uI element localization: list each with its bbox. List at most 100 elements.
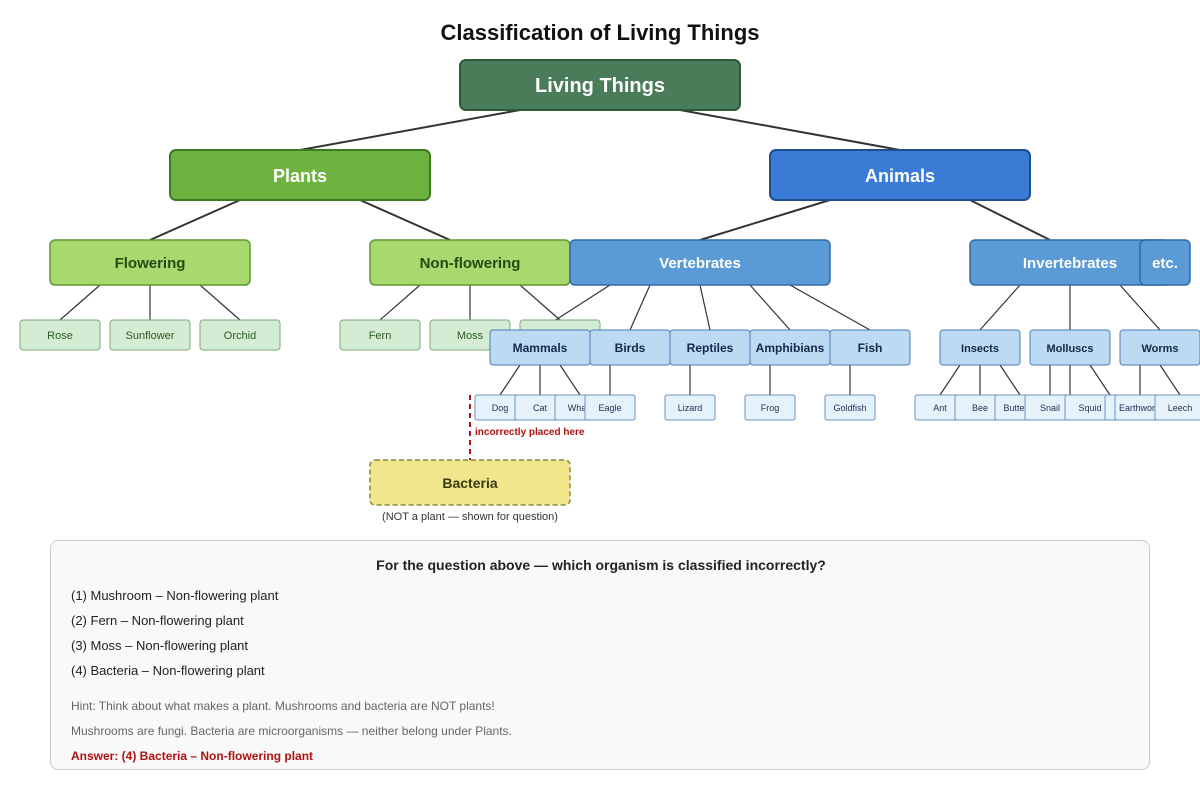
edge-nonflowering-fern xyxy=(379,284,421,321)
species-eagle: Eagle xyxy=(584,394,636,421)
class-insects: Insects xyxy=(939,329,1021,366)
species-label: Leech xyxy=(1168,403,1193,413)
option-4: (4) Bacteria – Non-flowering plant xyxy=(71,663,265,678)
node-vertebrates: Vertebrates xyxy=(569,239,831,286)
edge-flowering-orchid xyxy=(199,284,241,321)
class-label: Molluscs xyxy=(1046,343,1093,355)
class-label: Fish xyxy=(858,341,883,355)
class-amphibians: Amphibians xyxy=(749,329,831,366)
edge-animals-invertebrates xyxy=(969,199,1051,241)
edge-insects-butterfly xyxy=(999,364,1021,396)
class-fish: Fish xyxy=(829,329,911,366)
node-living-things: Living Things xyxy=(459,59,741,111)
node-flowering: Flowering xyxy=(49,239,251,286)
species-label: Squid xyxy=(1078,403,1101,413)
node-label: Plants xyxy=(273,166,327,186)
node-label: Living Things xyxy=(535,75,665,97)
species-frog: Frog xyxy=(744,394,796,421)
node-label: Bacteria xyxy=(442,475,497,491)
node-etc: etc. xyxy=(1139,239,1191,286)
class-mammals: Mammals xyxy=(489,329,591,366)
node-label: Vertebrates xyxy=(659,255,741,272)
species-label: Eagle xyxy=(598,403,621,413)
question-panel: For the question above — which organism … xyxy=(50,540,1150,770)
misplacement-note: incorrectly placed here xyxy=(475,427,585,438)
node-bacteria: Bacteria xyxy=(369,459,571,506)
class-label: Reptiles xyxy=(687,341,734,355)
edge-vert-reptiles xyxy=(699,284,711,331)
edge-vert-birds xyxy=(629,284,651,331)
edge-root-animals xyxy=(679,109,901,151)
node-label: etc. xyxy=(1152,255,1178,272)
edge-nonflowering-hidden xyxy=(519,284,561,321)
species-label: Dog xyxy=(492,403,509,413)
node-invertebrates: Invertebrates xyxy=(969,239,1171,286)
species-goldfish: Goldfish xyxy=(824,394,876,421)
species-label: Lizard xyxy=(678,403,703,413)
edge-insects-ant xyxy=(939,364,961,396)
node-non-flowering: Non-flowering xyxy=(369,239,571,286)
edge-vert-fish xyxy=(789,284,871,331)
edge-mammals-whale xyxy=(559,364,581,396)
class-label: Birds xyxy=(615,341,646,355)
answer-text: Answer: (4) Bacteria – Non-flowering pla… xyxy=(71,749,314,763)
class-molluscs: Molluscs xyxy=(1029,329,1111,366)
species-leech: Leech xyxy=(1154,394,1200,421)
leaf-label: Fern xyxy=(369,330,392,342)
class-label: Mammals xyxy=(513,341,568,355)
species-label: Wha xyxy=(568,403,587,413)
species-label: Earthwor xyxy=(1119,403,1155,413)
species-bee: Bee xyxy=(954,394,1006,421)
node-animals: Animals xyxy=(769,149,1031,201)
leaf-label: Sunflower xyxy=(126,330,175,342)
edge-root-plants xyxy=(299,109,521,151)
leaf-sunflower: Sunflower xyxy=(109,319,191,351)
hint-line-1: Hint: Think about what makes a plant. Mu… xyxy=(71,699,495,713)
leaf-label: Moss xyxy=(457,330,484,342)
species-earthworm: Earthwor xyxy=(1104,394,1166,421)
question-prompt: For the question above — which organism … xyxy=(376,557,826,573)
option-2: (2) Fern – Non-flowering plant xyxy=(71,613,244,628)
leaf-label: Orchid xyxy=(224,330,256,342)
species-lizard: Lizard xyxy=(664,394,716,421)
node-label: Animals xyxy=(865,166,935,186)
class-reptiles: Reptiles xyxy=(669,329,751,366)
species-label: Ant xyxy=(933,403,947,413)
class-label: Amphibians xyxy=(756,341,825,355)
diagram-title: Classification of Living Things xyxy=(440,20,759,45)
leaf-rose: Rose xyxy=(19,319,101,351)
edge-flowering-rose xyxy=(59,284,101,321)
species-label: Butte xyxy=(1003,403,1024,413)
edge-invert-insects xyxy=(979,284,1021,331)
class-birds: Birds xyxy=(589,329,671,366)
class-label: Insects xyxy=(961,343,999,355)
species-label: Bee xyxy=(972,403,988,413)
species-label: Frog xyxy=(761,403,780,413)
edge-plants-nonflowering xyxy=(359,199,451,241)
class-worms: Worms xyxy=(1119,329,1200,366)
hint-line-2: Mushrooms are fungi. Bacteria are microo… xyxy=(71,724,512,738)
edge-animals-vertebrates xyxy=(699,199,831,241)
node-label: Non-flowering xyxy=(420,255,521,272)
edge-invert-worms xyxy=(1119,284,1161,331)
species-label: Snail xyxy=(1040,403,1060,413)
edge-worms-leech xyxy=(1159,364,1181,396)
leaf-fern: Fern xyxy=(339,319,421,351)
node-label: Invertebrates xyxy=(1023,255,1117,272)
edge-mammals-dog xyxy=(499,364,521,396)
species-label: Cat xyxy=(533,403,548,413)
edge-vert-amphibians xyxy=(749,284,791,331)
leaf-label: Rose xyxy=(47,330,73,342)
species-ant: Ant xyxy=(914,394,966,421)
leaf-orchid: Orchid xyxy=(199,319,281,351)
option-3: (3) Moss – Non-flowering plant xyxy=(71,638,249,653)
class-label: Worms xyxy=(1141,343,1178,355)
edge-molluscs-squid xyxy=(1089,364,1111,396)
option-1: (1) Mushroom – Non-flowering plant xyxy=(71,588,279,603)
edges xyxy=(59,109,1181,396)
bacteria-caption: (NOT a plant — shown for question) xyxy=(382,511,558,523)
node-label: Flowering xyxy=(115,255,186,272)
species-label: Goldfish xyxy=(833,403,866,413)
edge-plants-flowering xyxy=(149,199,241,241)
